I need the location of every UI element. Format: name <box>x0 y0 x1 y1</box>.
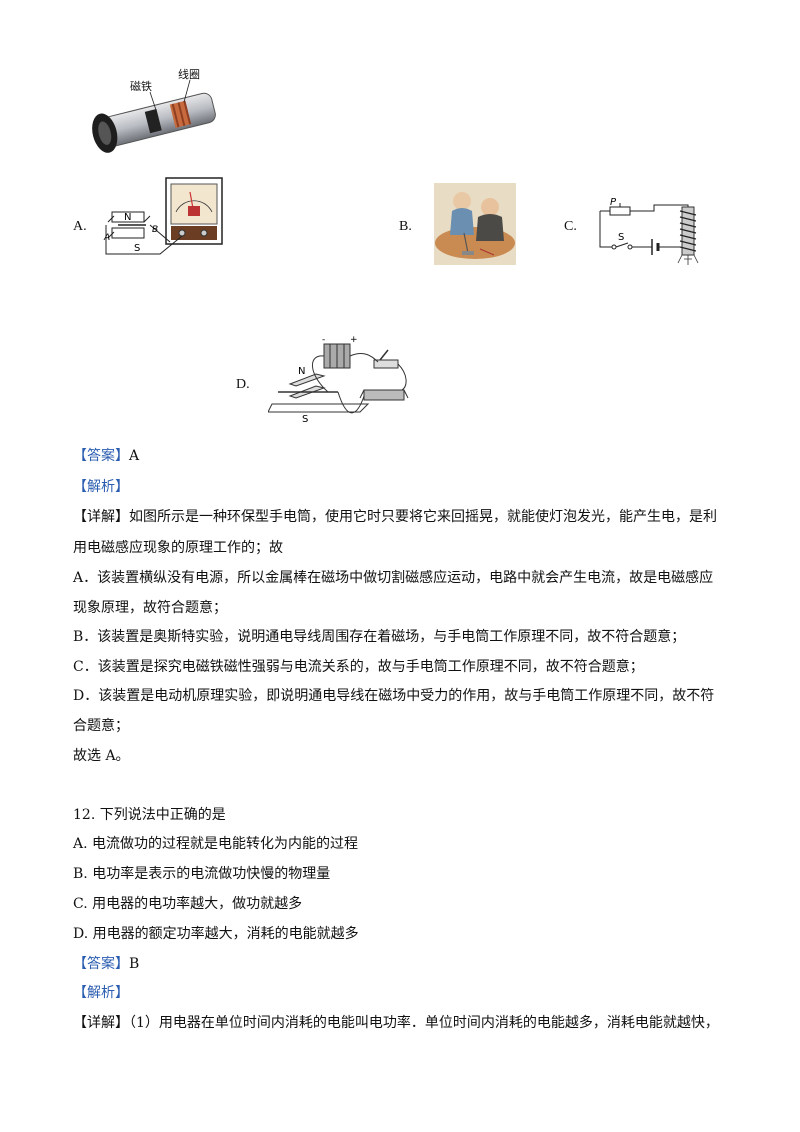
detail-text: 如图所示是一种环保型手电筒，使用它时只要将它来回摇晃，就能使灯泡发光，能产生电，… <box>129 509 717 525</box>
option-d-label: D. <box>236 377 250 392</box>
q11-conclusion: 故选 A。 <box>73 748 130 764</box>
q11-option-b-line: B．该装置是奥斯特实验，说明通电导线周围存在着磁场，与手电筒工作原理不同，故不符… <box>73 629 686 645</box>
q11-option-d-line1: D．该装置是电动机原理实验，即说明通电导线在磁场中受力的作用，故与手电筒工作原理… <box>73 688 715 704</box>
q11-option-c-line: C．该装置是探究电磁铁磁性强弱与电流关系的，故与手电筒工作原理不同，故不符合题意… <box>73 659 644 675</box>
q12-stem: 12. 下列说法中正确的是 <box>73 807 226 823</box>
q12-option-d: D. 用电器的额定功率越大，消耗的电能就越多 <box>73 926 359 942</box>
detail-tag: 【详解】 <box>73 509 129 525</box>
answer-value: A <box>129 448 140 464</box>
option-a-a: A <box>103 233 110 243</box>
option-d-minus: - <box>322 335 325 345</box>
option-d-figure: - + N S <box>267 334 414 426</box>
detail-text: （1）用电器在单位时间内消耗的电能叫电功率．单位时间内消耗的电能越多，消耗电能就… <box>129 1015 719 1031</box>
q12-analysis-tag: 【解析】 <box>73 985 129 1001</box>
magnet-label: 磁铁 <box>130 80 152 93</box>
answer-value: B <box>129 956 140 972</box>
q12-option-a: A. 电流做功的过程就是电能转化为内能的过程 <box>73 836 359 852</box>
q12-option-c: C. 用电器的电功率越大，做功就越多 <box>73 896 303 912</box>
option-a-label: A. <box>73 219 87 234</box>
option-b-figure <box>434 183 516 265</box>
q12-answer: 【答案】B <box>73 954 139 974</box>
option-a-s: S <box>134 243 140 254</box>
q11-detail-line2: 用电磁感应现象的原理工作的；故 <box>73 540 283 556</box>
option-c-figure: P S <box>594 193 710 269</box>
option-a-n: N <box>124 212 131 223</box>
q11-detail-line1: 【详解】如图所示是一种环保型手电筒，使用它时只要将它来回摇晃，就能使灯泡发光，能… <box>73 507 717 527</box>
option-c-label: C. <box>564 219 577 234</box>
q11-answer: 【答案】A <box>73 446 139 466</box>
q11-option-a-line1: A．该装置横纵没有电源，所以金属棒在磁场中做切割磁感应运动，电路中就会产生电流，… <box>73 570 714 586</box>
q11-option-a-line2: 现象原理，故符合题意； <box>73 600 227 616</box>
option-d-n: N <box>298 366 305 377</box>
option-d-plus: + <box>350 335 358 345</box>
q12-option-b: B. 电功率是表示的电流做功快慢的物理量 <box>73 866 331 882</box>
answer-tag: 【答案】 <box>73 956 129 972</box>
detail-tag: 【详解】 <box>73 1015 129 1031</box>
option-a-b: B <box>152 225 158 235</box>
flashlight-figure: 磁铁 线圈 <box>84 64 224 164</box>
answer-tag: 【答案】 <box>73 448 129 464</box>
option-c-s: S <box>618 232 624 243</box>
q12-detail-line1: 【详解】（1）用电器在单位时间内消耗的电能叫电功率．单位时间内消耗的电能越多，消… <box>73 1013 719 1033</box>
option-a-figure: N S A B <box>100 176 230 266</box>
option-c-p: P <box>610 197 617 208</box>
coil-label: 线圈 <box>178 67 200 81</box>
q11-option-d-line2: 合题意； <box>73 718 129 734</box>
option-d-s: S <box>302 414 308 425</box>
option-b-label: B. <box>399 219 412 234</box>
q11-analysis-tag: 【解析】 <box>73 479 129 495</box>
